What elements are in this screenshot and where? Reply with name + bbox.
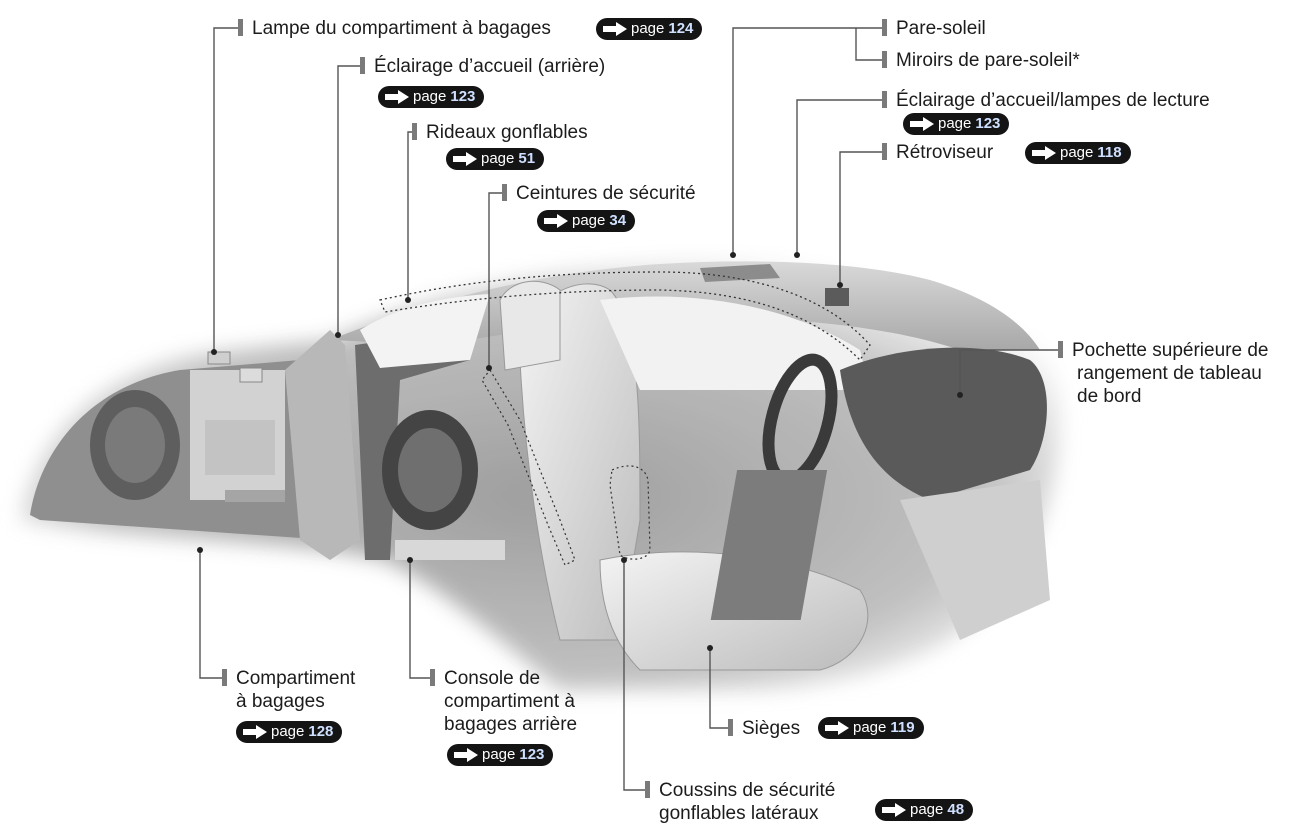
label-eclairage-lecture: Éclairage d’accueil/lampes de lecture — [882, 89, 1210, 112]
arrow-right-icon — [1031, 146, 1057, 160]
arrow-right-icon — [909, 117, 935, 131]
arrow-right-icon — [881, 803, 907, 817]
leader-pare-soleil — [733, 28, 882, 255]
arrow-right-icon — [384, 90, 410, 104]
label-tick — [882, 143, 887, 160]
label-tick — [430, 669, 435, 686]
label-console: Console de compartiment à bagages arrièr… — [430, 667, 577, 736]
label-coussins: Coussins de sécurité gonflables latéraux — [645, 779, 835, 825]
label-pare-soleil: Pare-soleil — [882, 17, 986, 40]
arrow-right-icon — [824, 721, 850, 735]
arrow-right-icon — [453, 748, 479, 762]
arrow-right-icon — [242, 725, 268, 739]
label-miroirs: Miroirs de pare-soleil* — [882, 49, 1080, 72]
label-tick — [412, 123, 417, 140]
label-sieges: Sièges — [728, 717, 800, 740]
label-eclairage-arriere: Éclairage d’accueil (arrière) — [360, 55, 605, 78]
label-tick — [882, 51, 887, 68]
label-lampe-compartiment: Lampe du compartiment à bagages — [238, 17, 551, 40]
label-tick — [1058, 341, 1063, 358]
label-tick — [882, 19, 887, 36]
label-tick — [222, 669, 227, 686]
label-ceintures: Ceintures de sécurité — [502, 182, 696, 205]
leader-eclairage-arriere — [338, 66, 360, 335]
cargo-lamp-shape — [208, 352, 230, 364]
label-tick — [360, 57, 365, 74]
label-tick — [645, 781, 650, 798]
leader-compartiment — [200, 550, 222, 678]
leader-miroirs — [856, 28, 882, 60]
label-tick — [502, 184, 507, 201]
leader-rideaux — [408, 132, 412, 300]
label-rideaux: Rideaux gonflables — [412, 121, 588, 144]
arrow-right-icon — [452, 152, 478, 166]
rear-window — [360, 294, 490, 368]
arrow-right-icon — [543, 214, 569, 228]
rear-console-shape — [395, 540, 505, 560]
label-tick — [728, 719, 733, 736]
label-compartiment: Compartiment à bagages — [222, 667, 355, 713]
leader-lampe — [214, 28, 238, 352]
label-tick — [882, 91, 887, 108]
label-tick — [238, 19, 243, 36]
rearview-mirror-shape — [825, 288, 849, 306]
arrow-right-icon — [602, 22, 628, 36]
label-retroviseur: Rétroviseur — [882, 141, 993, 164]
label-pochette: Pochette supérieure de rangement de tabl… — [1058, 339, 1268, 408]
